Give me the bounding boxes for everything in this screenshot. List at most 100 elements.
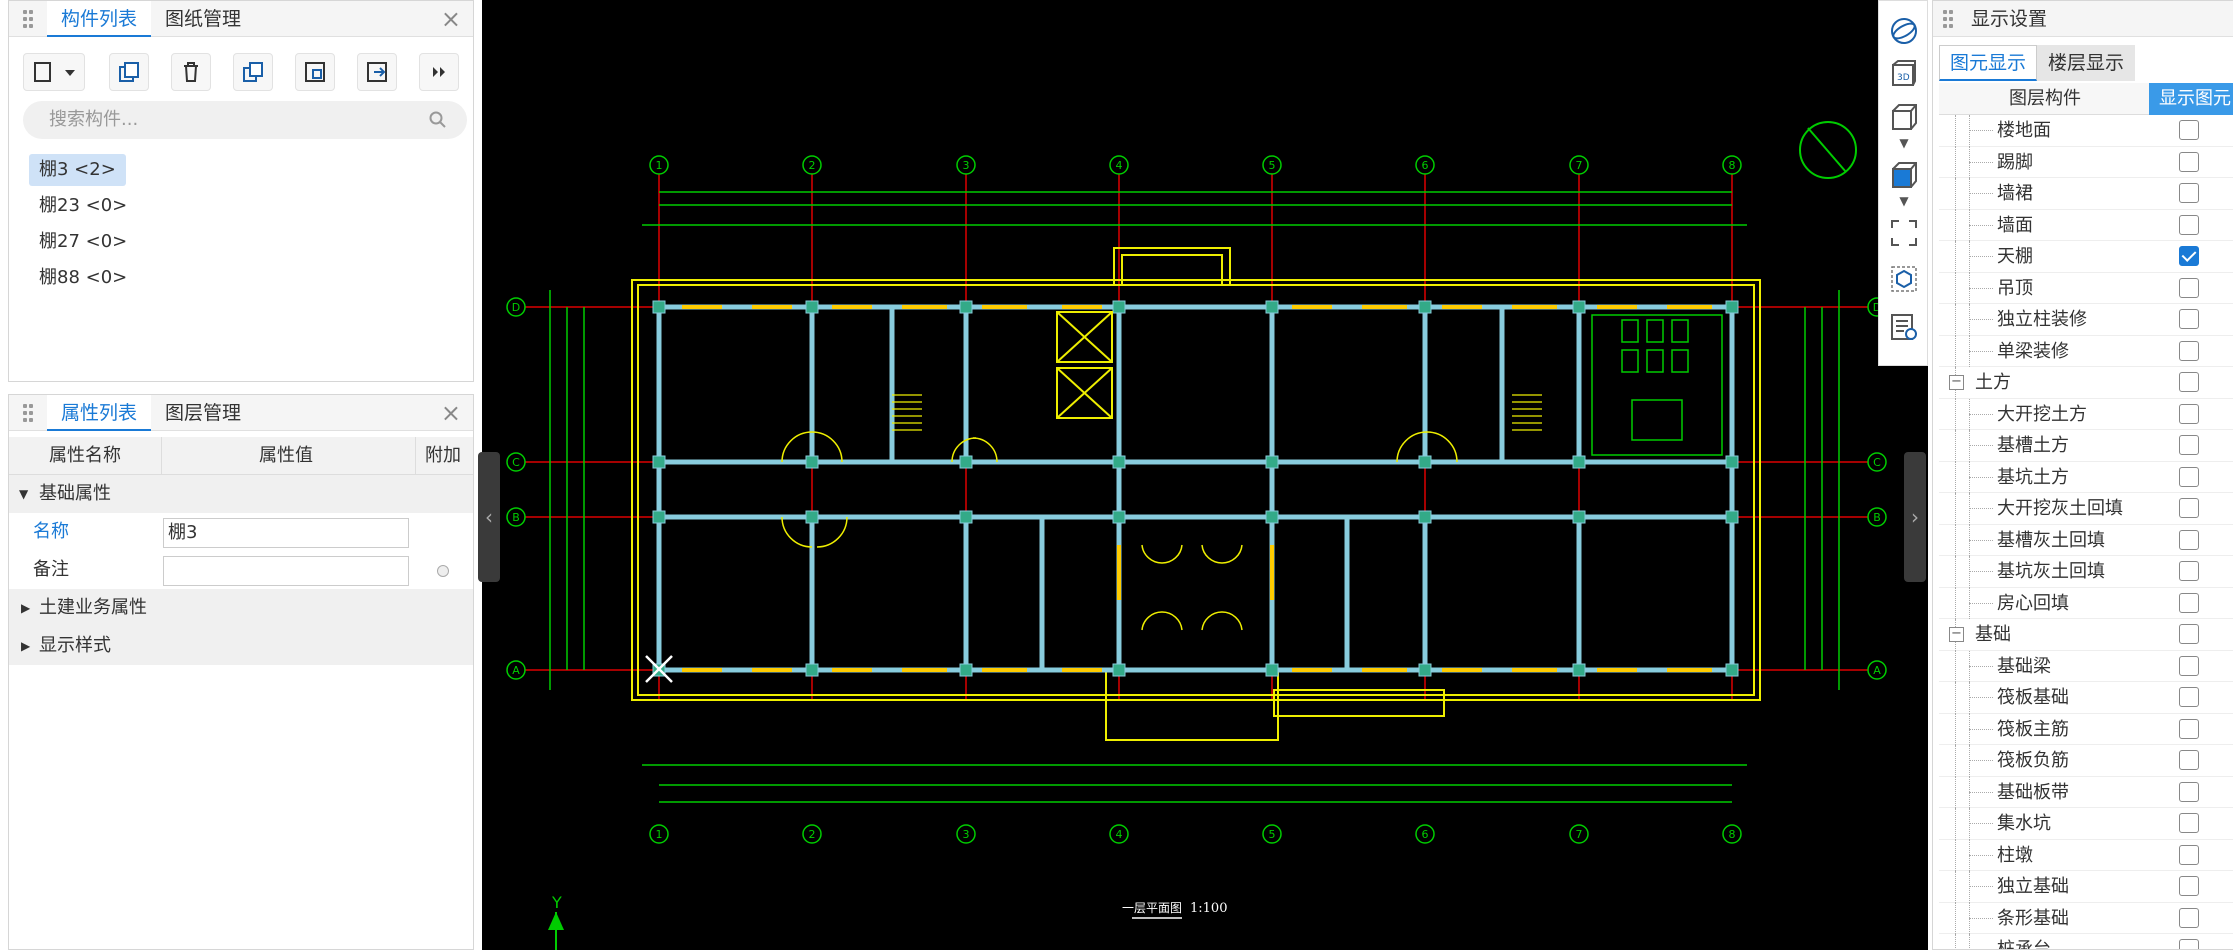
layer-row[interactable]: 独立柱装修 (1939, 304, 2233, 336)
layer-row[interactable]: 大开挖土方 (1939, 398, 2233, 430)
duplicate-component-button[interactable] (233, 53, 273, 91)
layer-row[interactable]: −基础 (1939, 619, 2233, 651)
fit-view-icon[interactable] (1889, 217, 1919, 249)
layer-visibility-checkbox[interactable] (2179, 876, 2199, 896)
layer-visibility-checkbox[interactable] (2179, 844, 2199, 865)
layer-visibility-checkbox[interactable] (2179, 687, 2199, 707)
grid-label-y: B (1873, 511, 1881, 524)
layer-row[interactable]: 基槽灰土回填 (1939, 524, 2233, 556)
component-item[interactable]: 棚23 <0> (39, 195, 128, 216)
drawing-canvas[interactable]: 1 2 3 4 5 6 7 8 1 2 3 4 5 6 7 8 D C B A … (482, 0, 1928, 950)
collapse-left-handle[interactable]: ‹ (478, 452, 500, 582)
note-input[interactable] (163, 556, 409, 586)
layer-visibility-checkbox[interactable] (2179, 813, 2199, 833)
layer-visibility-checkbox[interactable] (2179, 529, 2199, 550)
component-item[interactable]: 棚3 <2> (29, 154, 126, 186)
delete-component-button[interactable] (171, 53, 211, 91)
tab-property-list[interactable]: 属性列表 (47, 395, 152, 431)
layer-row[interactable]: 独立基础 (1939, 871, 2233, 903)
solid-dropdown-icon[interactable]: ▼ (1899, 194, 1909, 208)
name-input[interactable]: 棚3 (163, 518, 409, 548)
layer-visibility-checkbox[interactable] (2179, 907, 2199, 928)
collapse-minus-icon[interactable]: − (1949, 375, 1964, 390)
close-icon[interactable]: × (440, 399, 461, 427)
layer-row[interactable]: 桩承台 (1939, 934, 2233, 949)
close-icon[interactable]: × (440, 5, 461, 33)
collapse-right-handle[interactable]: › (1904, 452, 1926, 582)
drag-handle-icon[interactable] (23, 402, 33, 424)
collapse-minus-icon[interactable]: − (1949, 627, 1964, 642)
layer-row[interactable]: 踢脚 (1939, 146, 2233, 178)
layer-visibility-checkbox[interactable] (2179, 435, 2199, 455)
layer-row[interactable]: 基坑灰土回填 (1939, 556, 2233, 588)
search-input[interactable]: 搜索构件... (23, 101, 467, 139)
layer-visibility-checkbox[interactable] (2179, 309, 2199, 329)
layer-row[interactable]: 大开挖灰土回填 (1939, 493, 2233, 525)
layer-row[interactable]: 墙面 (1939, 209, 2233, 241)
solid-cube-icon[interactable] (1889, 159, 1919, 191)
layer-visibility-checkbox[interactable] (2179, 120, 2199, 140)
3d-view-icon[interactable]: 3D (1889, 57, 1919, 89)
more-button[interactable] (419, 53, 459, 91)
layer-visibility-checkbox[interactable] (2179, 781, 2199, 802)
layer-visibility-checkbox[interactable] (2179, 151, 2199, 172)
component-item[interactable]: 棚27 <0> (39, 231, 128, 252)
attach-dot-icon[interactable] (437, 565, 449, 577)
layer-visibility-checkbox[interactable] (2179, 561, 2199, 581)
export-component-button[interactable] (357, 53, 397, 91)
section-civil-properties[interactable]: ▶ 土建业务属性 (9, 589, 473, 627)
search-icon[interactable] (429, 111, 447, 129)
drag-handle-icon[interactable] (1943, 8, 1953, 30)
layer-visibility-checkbox[interactable] (2179, 214, 2199, 235)
tab-layer-management[interactable]: 图层管理 (165, 402, 242, 424)
section-display-style[interactable]: ▶ 显示样式 (9, 627, 473, 665)
tab-element-display[interactable]: 图元显示 (1939, 45, 2037, 81)
layer-row[interactable]: 筏板负筋 (1939, 745, 2233, 777)
tab-floor-display[interactable]: 楼层显示 (2037, 45, 2135, 81)
tab-component-list[interactable]: 构件列表 (47, 1, 152, 37)
layer-visibility-checkbox[interactable] (2179, 718, 2199, 739)
layer-visibility-checkbox[interactable] (2179, 372, 2199, 392)
section-basic-properties[interactable]: ▼ 基础属性 (9, 475, 473, 513)
new-component-button[interactable] (23, 53, 85, 91)
layer-row[interactable]: 单梁装修 (1939, 335, 2233, 367)
drag-handle-icon[interactable] (23, 8, 33, 30)
layer-row[interactable]: 楼地面 (1939, 115, 2233, 147)
layer-visibility-checkbox[interactable] (2179, 340, 2199, 361)
layer-row[interactable]: 基础梁 (1939, 650, 2233, 682)
layer-visibility-checkbox[interactable] (2179, 750, 2199, 770)
layer-row[interactable]: 筏板主筋 (1939, 713, 2233, 745)
layer-visibility-checkbox[interactable] (2179, 277, 2199, 298)
layer-visibility-checkbox[interactable] (2179, 939, 2199, 949)
layer-row[interactable]: 柱墩 (1939, 839, 2233, 871)
layer-row[interactable]: 筏板基础 (1939, 682, 2233, 714)
report-view-icon[interactable] (1889, 311, 1919, 343)
layer-row[interactable]: 条形基础 (1939, 902, 2233, 934)
layer-visibility-checkbox[interactable] (2179, 183, 2199, 203)
layer-row[interactable]: 房心回填 (1939, 587, 2233, 619)
layer-row[interactable]: −土方 (1939, 367, 2233, 399)
layer-row[interactable]: 集水坑 (1939, 808, 2233, 840)
copy-component-button[interactable] (109, 53, 149, 91)
tree-guide-line (1955, 524, 1956, 556)
tab-drawing-management[interactable]: 图纸管理 (165, 8, 242, 30)
layer-visibility-checkbox[interactable] (2179, 655, 2199, 676)
layer-visibility-checkbox[interactable] (2179, 592, 2199, 613)
layer-visibility-checkbox[interactable] (2179, 498, 2199, 518)
sphere-icon[interactable] (1889, 15, 1919, 47)
layer-row[interactable]: 天棚 (1939, 241, 2233, 273)
layer-row[interactable]: 吊顶 (1939, 272, 2233, 304)
box-select-icon[interactable] (1889, 263, 1919, 295)
cube-dropdown-icon[interactable]: ▼ (1899, 136, 1909, 150)
layer-visibility-checkbox[interactable] (2179, 466, 2199, 487)
layer-row[interactable]: 基槽土方 (1939, 430, 2233, 462)
layer-visibility-checkbox[interactable] (2179, 403, 2199, 424)
layer-row[interactable]: 基坑土方 (1939, 461, 2233, 493)
layer-row[interactable]: 基础板带 (1939, 776, 2233, 808)
cube-icon[interactable] (1889, 101, 1919, 133)
layer-copy-button[interactable] (295, 53, 335, 91)
layer-row[interactable]: 墙裙 (1939, 178, 2233, 210)
layer-visibility-checkbox[interactable] (2179, 246, 2199, 266)
layer-visibility-checkbox[interactable] (2179, 624, 2199, 644)
component-item[interactable]: 棚88 <0> (39, 267, 128, 288)
